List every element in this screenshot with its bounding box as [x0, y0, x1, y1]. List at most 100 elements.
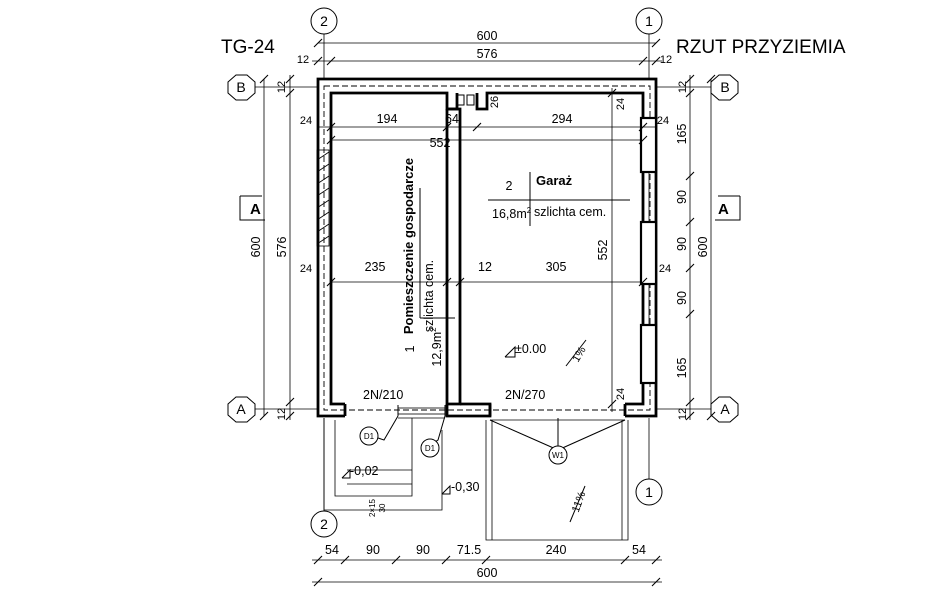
svg-text:12,9m2: 12,9m2 [429, 327, 444, 367]
dim-top-inner: 576 12 12 [297, 47, 672, 66]
dim-left-inner: 576 12 12 [275, 74, 295, 421]
svg-text:90: 90 [416, 543, 430, 557]
door-left-opening [397, 405, 446, 419]
svg-text:2: 2 [320, 516, 328, 532]
dim-inner-vertical: 24 552 24 [596, 88, 627, 412]
tag-d1-right: D1 [420, 415, 446, 458]
svg-text:W1: W1 [552, 451, 565, 460]
svg-text:1: 1 [645, 484, 653, 500]
svg-text:D1: D1 [364, 432, 375, 441]
svg-text:12: 12 [297, 54, 309, 66]
grid-axis-A-left: A [227, 396, 256, 423]
room-1-area-unit: m [430, 332, 444, 342]
slope-driveway: 11% [569, 485, 589, 523]
svg-text:24: 24 [300, 115, 312, 127]
section-mark-right: A [715, 195, 741, 221]
svg-text:600: 600 [477, 566, 498, 580]
svg-text:A: A [236, 401, 246, 417]
dim-inner-mid-row: 24 235 12 305 24 [300, 260, 671, 287]
svg-text:576: 576 [275, 237, 289, 258]
svg-text:2×15: 2×15 [368, 498, 377, 517]
room-2-area-sup: 2 [527, 206, 532, 215]
svg-text:11%: 11% [570, 490, 589, 514]
grid-axis-1-top: 1 [635, 7, 663, 35]
drawing-title: RZUT PRZYZIEMIA [676, 37, 846, 58]
room-1-area-sup: 2 [429, 327, 438, 332]
dim-vent: 26 [489, 96, 501, 108]
grid-axis-2-bottom: 2 [310, 510, 338, 538]
svg-text:A: A [720, 401, 730, 417]
svg-text:576: 576 [477, 47, 498, 61]
dim-left-overall: 600 [249, 74, 269, 421]
tag-w1: W1 [489, 418, 626, 465]
level-floor: ±0.00 [504, 342, 546, 358]
svg-text:B: B [236, 79, 245, 95]
svg-text:24: 24 [657, 115, 669, 127]
grid-axis-B-right: B [710, 74, 739, 101]
level-terrace: -0,30 [441, 480, 480, 495]
grid-axis-A-right: A [710, 396, 739, 423]
section-mark-left: A [239, 195, 265, 221]
svg-text:54: 54 [325, 543, 339, 557]
slope-floor: 1% [565, 339, 589, 367]
svg-text:71.5: 71.5 [457, 543, 481, 557]
room-2-area: 16,8 [492, 207, 516, 221]
stairs-label: 2×15 30 [368, 498, 387, 517]
dim-bottom-overall: 600 [312, 566, 662, 587]
svg-text:2N/270: 2N/270 [505, 388, 545, 402]
svg-text:-0,02: -0,02 [350, 464, 379, 478]
entrance-paving [323, 418, 443, 511]
dim-bottom-segments: 54 90 90 71.5 240 54 [312, 543, 662, 565]
svg-text:294: 294 [552, 112, 573, 126]
svg-text:24: 24 [300, 263, 312, 275]
room-2-label: 2 Garaż 16,8m2 szlichta cem. [488, 172, 630, 226]
svg-text:12: 12 [660, 54, 672, 66]
window-right-wall-3 [639, 323, 658, 385]
level-step: -0,02 [341, 464, 379, 479]
window-right-wall-1 [639, 116, 658, 174]
svg-text:552: 552 [430, 136, 451, 150]
svg-text:64: 64 [445, 112, 459, 126]
drawing-code: TG-24 [221, 37, 275, 58]
svg-text:1: 1 [645, 13, 653, 29]
svg-text:B: B [720, 79, 729, 95]
svg-text:12: 12 [478, 260, 492, 274]
svg-text:D1: D1 [425, 444, 436, 453]
svg-text:235: 235 [365, 260, 386, 274]
grid-axis-2-top: 2 [310, 7, 338, 35]
svg-text:A: A [250, 201, 261, 218]
svg-text:24: 24 [615, 388, 627, 400]
dim-right-overall: 600 [696, 74, 716, 421]
svg-text:szlichta cem.: szlichta cem. [422, 260, 436, 332]
svg-text:90: 90 [366, 543, 380, 557]
svg-text:600: 600 [696, 237, 710, 258]
svg-text:194: 194 [377, 112, 398, 126]
svg-text:240: 240 [546, 543, 567, 557]
svg-text:12: 12 [677, 81, 689, 93]
svg-text:1: 1 [403, 345, 417, 352]
svg-text:552: 552 [596, 240, 610, 261]
svg-text:24: 24 [659, 263, 671, 275]
door-left-label: 2N/210 [363, 388, 403, 402]
svg-text:12: 12 [276, 81, 288, 93]
svg-text:600: 600 [477, 29, 498, 43]
svg-text:165: 165 [675, 358, 689, 379]
svg-text:90: 90 [675, 237, 689, 251]
svg-text:90: 90 [675, 291, 689, 305]
svg-text:A: A [718, 201, 729, 218]
room-2-area-unit: m [516, 207, 526, 221]
svg-text:165: 165 [675, 124, 689, 145]
room-1-label: Pomieszczenie gospodarcze szlichta cem. … [401, 158, 455, 367]
svg-text:90: 90 [675, 190, 689, 204]
svg-text:12: 12 [677, 408, 689, 420]
svg-text:305: 305 [546, 260, 567, 274]
dim-top-overall: 600 [313, 29, 661, 48]
svg-text:2: 2 [320, 13, 328, 29]
svg-text:54: 54 [632, 543, 646, 557]
svg-text:24: 24 [615, 98, 627, 110]
svg-text:600: 600 [249, 237, 263, 258]
window-right-wall-2 [639, 220, 658, 286]
svg-text:12: 12 [276, 408, 288, 420]
ventilation-ducts [456, 94, 475, 106]
